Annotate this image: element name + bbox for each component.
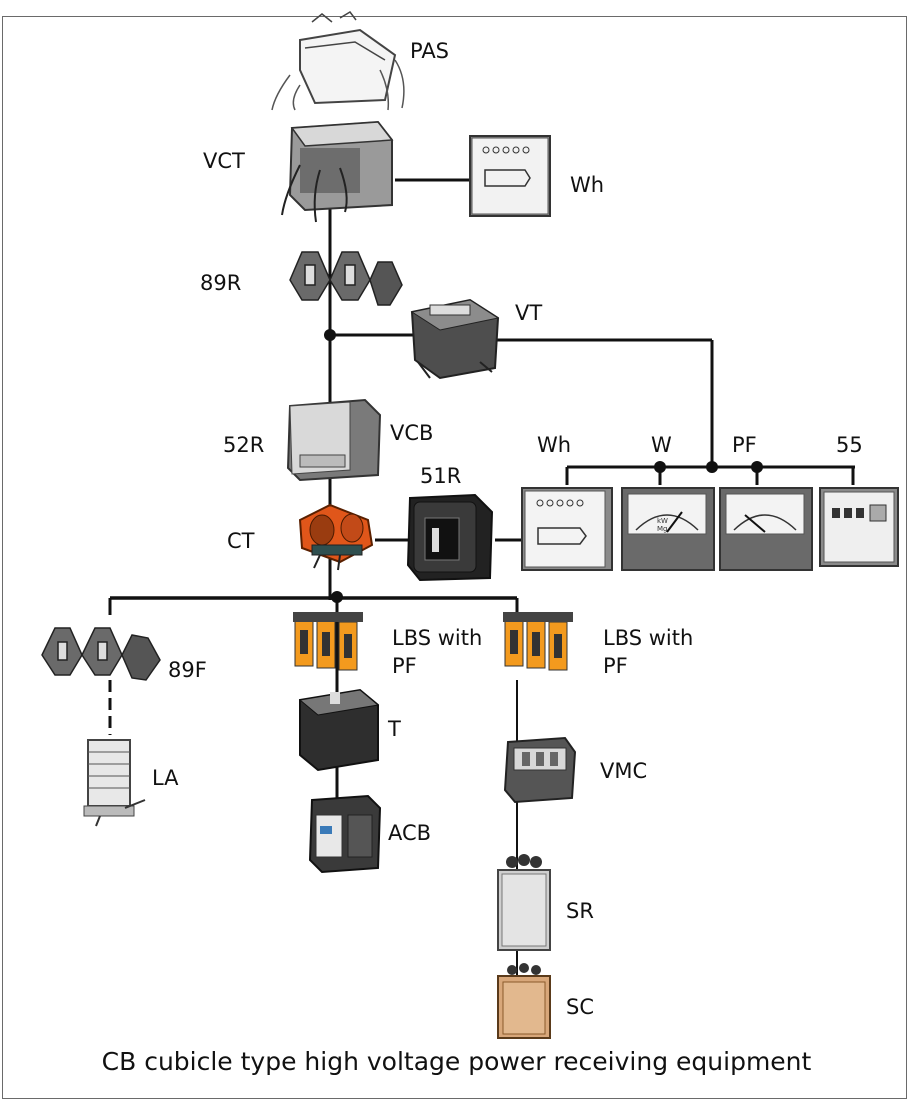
series-reactor-icon	[498, 854, 550, 950]
label-t: T	[388, 716, 401, 742]
lightning-arrester-icon	[84, 740, 145, 826]
vct-transformer-icon	[282, 122, 392, 222]
vcb-breaker-icon	[288, 400, 380, 480]
wh-meter-panel-icon	[522, 488, 612, 570]
label-vt: VT	[515, 300, 542, 326]
static-capacitor-icon	[498, 963, 550, 1038]
label-acb: ACB	[388, 820, 431, 846]
lbs-with-pf-center-icon	[293, 612, 363, 670]
label-55: 55	[836, 432, 863, 458]
acb-breaker-icon	[310, 796, 380, 872]
label-52r: 52R	[223, 432, 264, 458]
label-51r: 51R	[420, 463, 461, 489]
wh-meter-top-icon	[470, 136, 550, 216]
relay-51r-icon	[408, 495, 492, 580]
vt-transformer-icon	[412, 300, 498, 378]
ct-current-transformer-icon	[300, 505, 372, 570]
label-w-meter: W	[651, 432, 672, 458]
label-sc: SC	[566, 994, 594, 1020]
vmc-contactor-icon	[505, 738, 575, 802]
label-pas: PAS	[410, 38, 449, 64]
label-89r: 89R	[200, 270, 241, 296]
diagram-caption: CB cubicle type high voltage power recei…	[0, 1047, 913, 1076]
label-lbs-right-line1: LBS with	[603, 625, 693, 651]
transformer-t-icon	[300, 690, 378, 770]
label-pf-meter: PF	[732, 432, 757, 458]
label-sr: SR	[566, 898, 594, 924]
label-vmc: VMC	[600, 758, 647, 784]
label-89f: 89F	[168, 657, 207, 683]
pf-meter-icon	[720, 488, 812, 570]
w-meter-icon: kW Mg	[622, 488, 714, 570]
label-lbs-center-line1: LBS with	[392, 625, 482, 651]
label-lbs-center-line2: PF	[392, 653, 417, 679]
disconnector-89r-icon	[290, 252, 402, 305]
label-wh-meter: Wh	[537, 432, 571, 458]
svg-text:Mg: Mg	[657, 525, 667, 533]
label-ct: CT	[227, 528, 255, 554]
connection-lines	[110, 180, 855, 1000]
disconnector-89f-icon	[42, 628, 160, 680]
relay-55-icon	[820, 488, 898, 566]
w-meter-face-text: kW	[657, 517, 668, 525]
lbs-with-pf-right-icon	[503, 612, 573, 670]
label-wh-top: Wh	[570, 172, 604, 198]
pas-switch-icon	[272, 12, 404, 110]
label-vcb: VCB	[390, 420, 433, 446]
label-lbs-right-line2: PF	[603, 653, 628, 679]
label-la: LA	[152, 765, 179, 791]
label-vct: VCT	[203, 148, 245, 174]
